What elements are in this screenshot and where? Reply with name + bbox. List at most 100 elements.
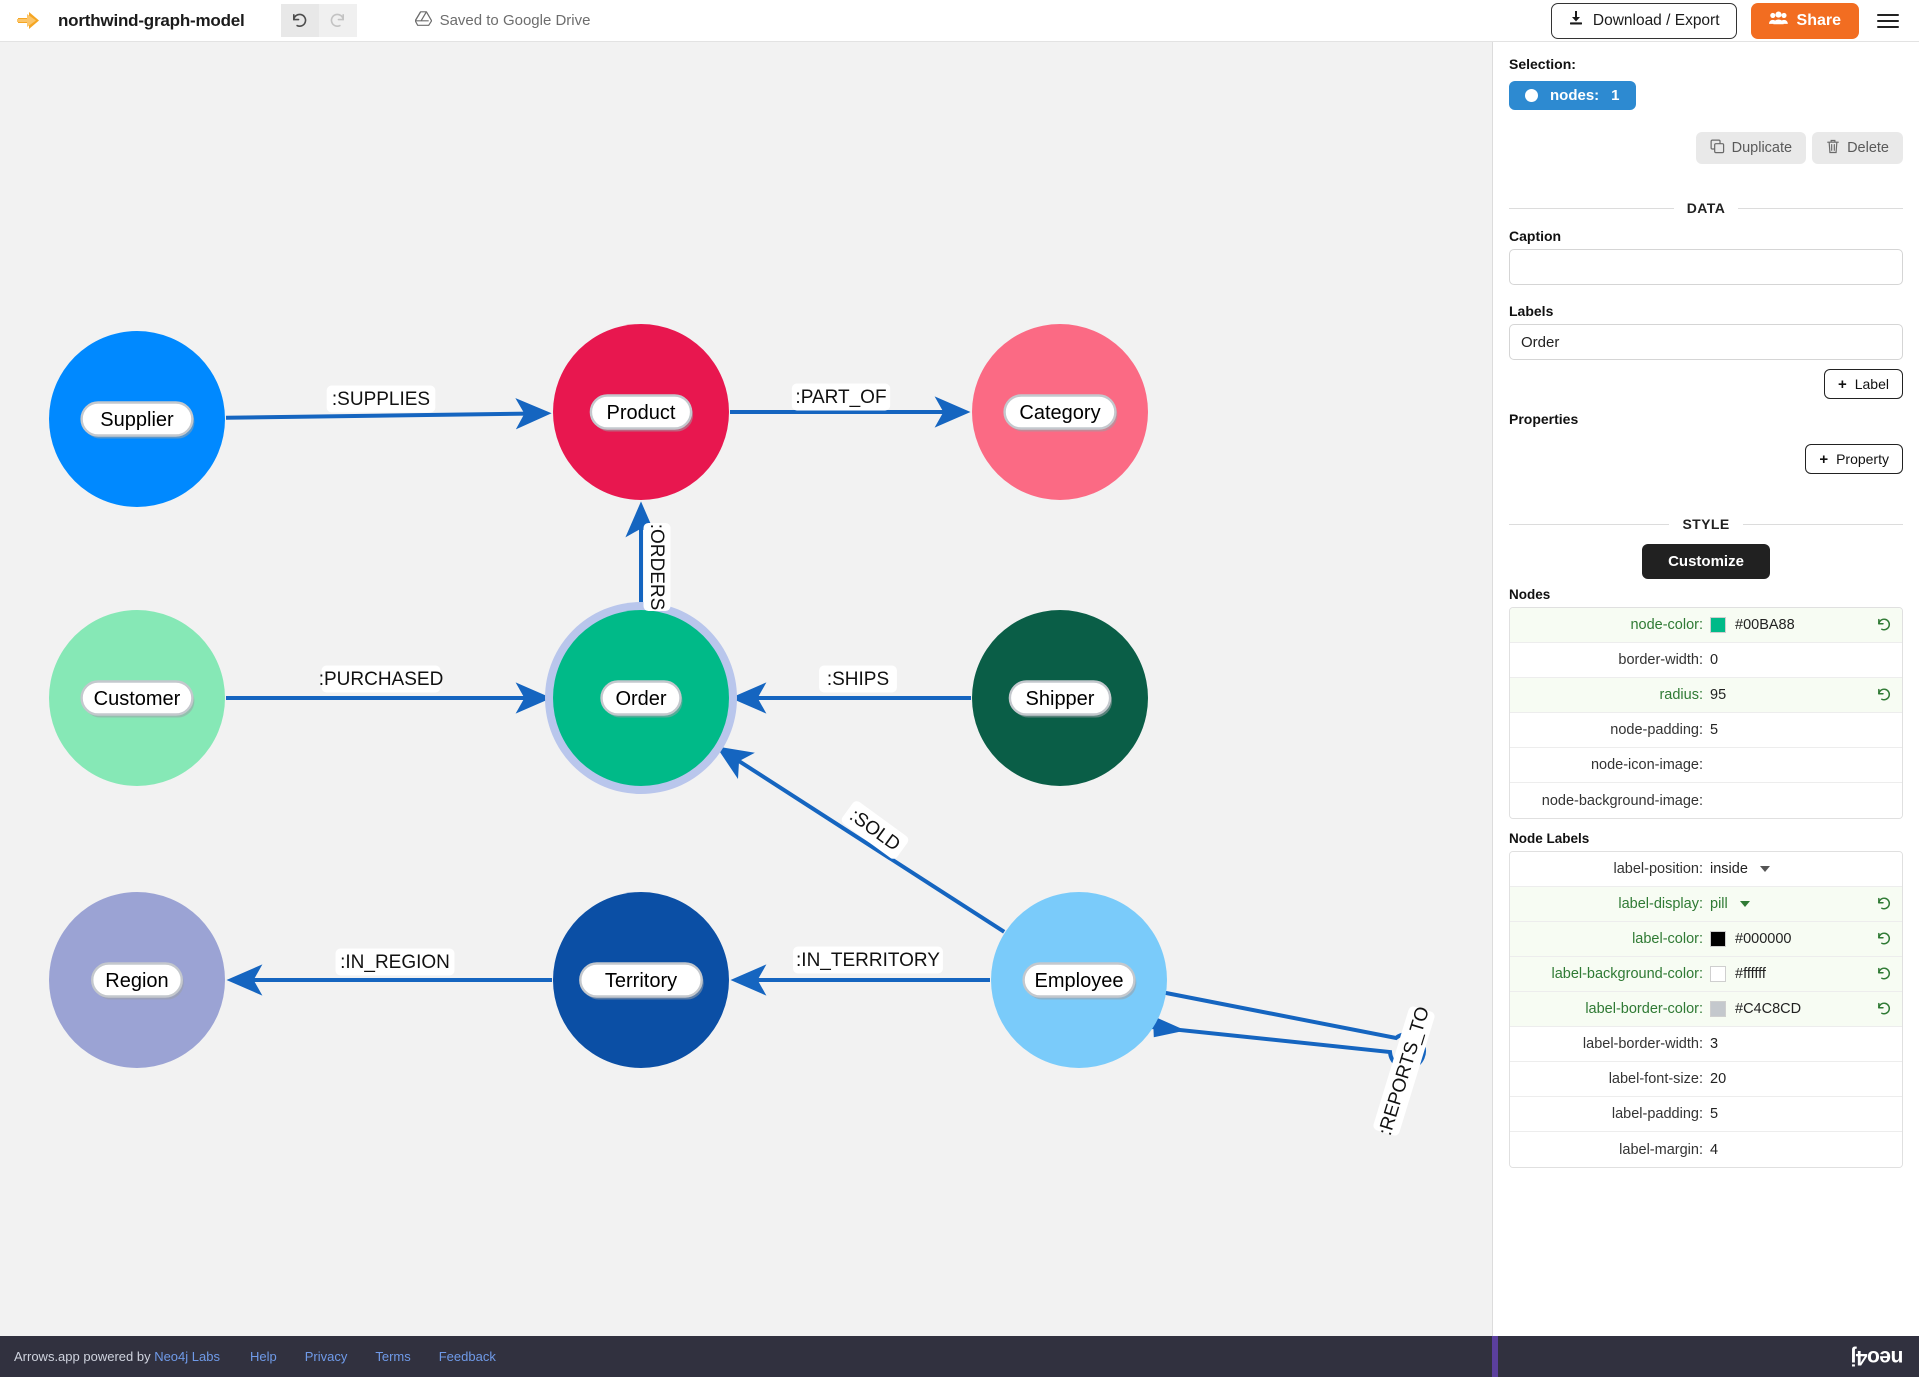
style-section-divider: STYLE (1509, 516, 1903, 532)
graph-node-product[interactable]: Product (553, 324, 729, 500)
reset-icon[interactable] (1875, 896, 1892, 913)
style-row-value[interactable]: #C4C8CD (1710, 1001, 1902, 1017)
undo-icon[interactable] (280, 4, 319, 37)
style-row-key: node-icon-image: (1590, 757, 1703, 773)
style-row-label-background-color[interactable]: label-background-color:#ffffff (1510, 957, 1902, 992)
relationship-label-SOLD[interactable]: :SOLD (840, 799, 910, 861)
style-row-value[interactable]: #000000 (1710, 931, 1902, 947)
style-row-label-color[interactable]: label-color:#000000 (1510, 922, 1902, 957)
relationship-label-ORDERS[interactable]: :ORDERS (643, 522, 671, 612)
style-row-label-font-size[interactable]: label-font-size:20 (1510, 1062, 1902, 1097)
color-swatch[interactable] (1710, 1001, 1726, 1017)
color-swatch[interactable] (1710, 931, 1726, 947)
reset-icon[interactable] (1875, 966, 1892, 983)
relationship-label-SUPPLIES[interactable]: :SUPPLIES (326, 385, 436, 413)
style-row-node-background-image[interactable]: node-background-image: (1510, 783, 1902, 818)
style-row-label-display[interactable]: label-display:pill (1510, 887, 1902, 922)
style-row-label-margin[interactable]: label-margin:4 (1510, 1132, 1902, 1167)
style-row-value[interactable]: 3 (1710, 1036, 1902, 1052)
footer-link-help[interactable]: Help (249, 1349, 277, 1364)
style-row-node-icon-image[interactable]: node-icon-image: (1510, 748, 1902, 783)
graph-node-employee[interactable]: Employee (991, 892, 1167, 1068)
relationship-label-PURCHASED[interactable]: :PURCHASED (319, 665, 444, 693)
style-row-value[interactable]: 4 (1710, 1142, 1902, 1158)
style-row-label-position[interactable]: label-position:inside (1510, 852, 1902, 887)
relationship-label-IN_TERRITORY[interactable]: :IN_TERRITORY (793, 946, 943, 974)
style-row-value[interactable]: 95 (1710, 687, 1902, 703)
style-row-value[interactable]: inside (1710, 861, 1902, 877)
graph-node-territory[interactable]: Territory (553, 892, 729, 1068)
style-row-value[interactable]: 0 (1710, 652, 1902, 668)
download-export-label: Download / Export (1592, 11, 1720, 29)
style-row-node-color[interactable]: node-color:#00BA88 (1510, 608, 1902, 643)
arrowhead (1153, 1016, 1186, 1038)
reset-icon[interactable] (1875, 931, 1892, 948)
node-label-text: Category (1019, 402, 1100, 424)
neo4j-labs-link[interactable]: Neo4j Labs (154, 1349, 220, 1364)
arrows-logo-icon[interactable] (14, 6, 44, 36)
hamburger-menu-icon[interactable] (1873, 6, 1903, 36)
customize-button[interactable]: Customize (1642, 544, 1770, 579)
style-row-value[interactable]: 5 (1710, 1106, 1902, 1122)
reset-icon[interactable] (1875, 617, 1892, 634)
style-row-radius[interactable]: radius:95 (1510, 678, 1902, 713)
node-label-text: Supplier (100, 409, 174, 431)
relationship-label-REPORTS_TO[interactable]: :REPORTS_TO (1372, 1003, 1437, 1138)
delete-button[interactable]: Delete (1812, 132, 1903, 164)
style-row-label-border-width[interactable]: label-border-width: 3 (1510, 1027, 1902, 1062)
relationship-label-IN_REGION[interactable]: :IN_REGION (335, 948, 455, 976)
color-swatch[interactable] (1710, 617, 1726, 633)
style-row-value[interactable]: 20 (1710, 1071, 1902, 1087)
graph-node-category[interactable]: Category (972, 324, 1148, 500)
add-label-button[interactable]: + Label (1823, 369, 1903, 399)
style-row-label-padding[interactable]: label-padding:5 (1510, 1097, 1902, 1132)
style-row-key: label-border-width: (1582, 1036, 1703, 1052)
reset-icon[interactable] (1875, 1001, 1892, 1018)
add-property-button[interactable]: + Property (1805, 444, 1903, 474)
add-label-row: + Label (1509, 369, 1903, 399)
chevron-down-icon[interactable] (1759, 866, 1770, 872)
color-swatch[interactable] (1710, 966, 1726, 982)
style-row-key: label-border-color: (1585, 1001, 1703, 1017)
footer-link-terms[interactable]: Terms (375, 1349, 411, 1364)
style-row-value[interactable]: 5 (1710, 722, 1902, 738)
download-export-button[interactable]: Download / Export (1550, 2, 1737, 39)
document-title[interactable]: northwind-graph-model (58, 10, 245, 30)
relationship-edge[interactable] (225, 398, 552, 430)
relationship-label-SHIPS[interactable]: :SHIPS (819, 665, 897, 693)
node-label-pill (1003, 394, 1117, 430)
labels-input[interactable] (1509, 324, 1903, 360)
relationship-label-text: :PART_OF (795, 387, 886, 408)
graph-node-region[interactable]: Region (49, 892, 225, 1068)
footer-links: Help Privacy Terms Feedback (250, 1349, 496, 1364)
node-label-pill (589, 394, 693, 430)
style-row-node-padding[interactable]: node-padding:5 (1510, 713, 1902, 748)
style-row-value[interactable]: pill (1710, 896, 1902, 912)
node-label-text: Region (105, 970, 168, 992)
caption-input[interactable] (1509, 249, 1903, 285)
data-section-title: DATA (1686, 200, 1726, 216)
style-row-label-border-color[interactable]: label-border-color: #C4C8CD (1510, 992, 1902, 1027)
graph-node-order[interactable]: Order (545, 602, 737, 794)
graph-node-shipper[interactable]: Shipper (972, 610, 1148, 786)
relationship-edge[interactable] (716, 746, 1006, 934)
redo-icon[interactable] (318, 4, 357, 37)
footer-link-privacy[interactable]: Privacy (304, 1349, 348, 1364)
footer-link-feedback[interactable]: Feedback (438, 1349, 496, 1364)
selection-pill-nodes[interactable]: nodes: 1 (1509, 81, 1636, 110)
chevron-down-icon[interactable] (1739, 901, 1750, 907)
duplicate-button[interactable]: Duplicate (1695, 132, 1807, 164)
style-row-border-width[interactable]: border-width:0 (1510, 643, 1902, 678)
graph-node-customer[interactable]: Customer (49, 610, 225, 786)
share-button[interactable]: Share (1750, 2, 1859, 39)
relationship-label-PART_OF[interactable]: :PART_OF (791, 383, 891, 411)
style-row-value[interactable]: #00BA88 (1710, 617, 1902, 633)
graph-node-supplier[interactable]: Supplier (49, 331, 225, 507)
relationship-label-text: :SUPPLIES (332, 389, 430, 410)
reset-icon[interactable] (1875, 687, 1892, 704)
style-row-value[interactable]: #ffffff (1710, 966, 1902, 982)
node-label-text: Customer (94, 688, 181, 710)
